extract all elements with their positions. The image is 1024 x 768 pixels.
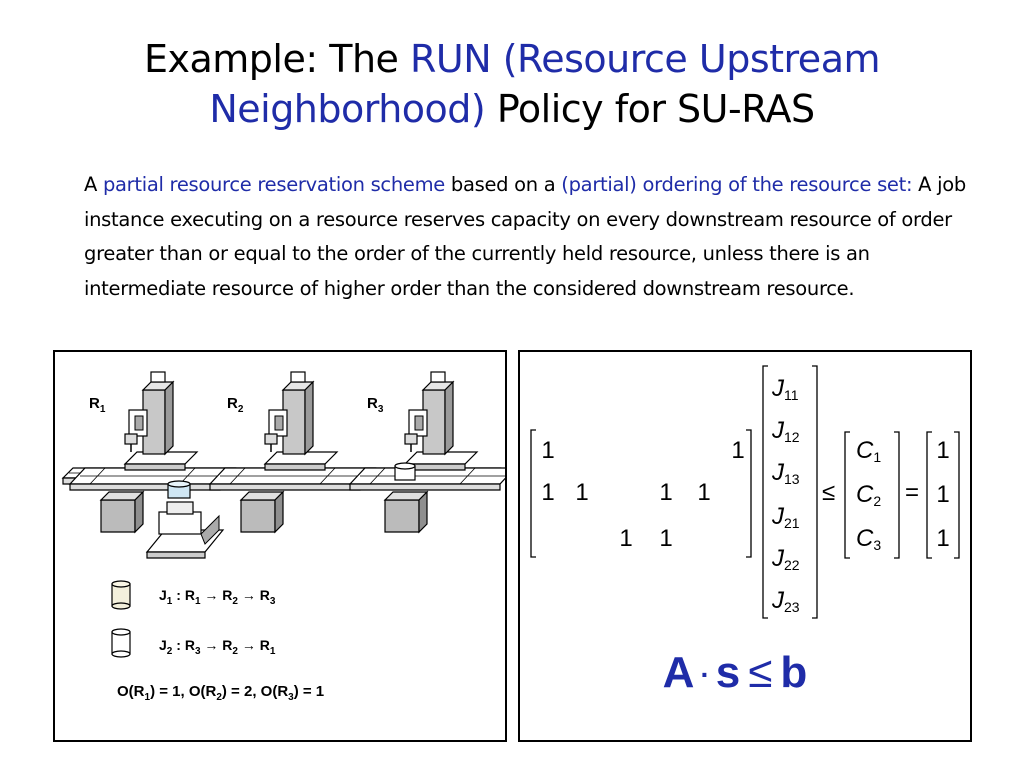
matrix-a-cell: 1 (541, 479, 554, 506)
formula-s: s (715, 648, 741, 697)
agv-vehicle (145, 501, 225, 559)
plain-cylinder-icon (111, 628, 131, 658)
vector-s-entry: J21 (771, 503, 800, 531)
vector-c-entry: C1 (856, 437, 881, 465)
vector-c-entry: C2 (856, 481, 881, 509)
body-text-3: A job instance executing on a resource r… (84, 173, 966, 300)
matrix-a-cell: 1 (659, 479, 672, 506)
buffer-box-3 (384, 491, 428, 533)
vector-s-entry: J23 (771, 587, 800, 615)
buffer-box-1 (100, 491, 144, 533)
formula-le: ≤ (748, 648, 773, 697)
matrix-a-cell: 1 (731, 437, 744, 464)
vector-s-entry: J22 (771, 545, 800, 573)
title-highlight: RUN (Resource Upstream Neighborhood) (209, 37, 880, 131)
buffer-box-2 (240, 491, 284, 533)
vector-s-brackets (762, 365, 818, 619)
slide-title: Example: The RUN (Resource Upstream Neig… (40, 34, 984, 134)
equals-symbol: = (905, 479, 919, 506)
vector-b: 1 1 1 (936, 437, 949, 552)
machine-r1 (69, 371, 236, 491)
title-suffix: Policy for SU-RAS (485, 87, 815, 131)
formula-a: A (662, 648, 695, 697)
resource-ordering: O(R1) = 1, O(R2) = 2, O(R3) = 1 (117, 683, 324, 703)
resource-label-r1: R1 (89, 395, 106, 415)
relation-symbol: ≤ (822, 479, 835, 506)
vector-b-brackets (926, 431, 960, 559)
part-j1 (167, 480, 191, 499)
matrix-a-cell: 1 (619, 525, 632, 552)
compact-formula: A·s≤b (640, 648, 830, 698)
body-text-2: based on a (445, 173, 562, 196)
vector-c-entry: C3 (856, 525, 881, 553)
formula-dot: · (700, 659, 710, 691)
matrix-a-cell: 1 (575, 479, 588, 506)
matrix-a-cell: 1 (541, 437, 554, 464)
machine-r3 (349, 371, 516, 491)
resource-label-r2: R2 (227, 395, 244, 415)
machine-r2 (209, 371, 376, 491)
title-prefix: Example: The (144, 37, 410, 81)
job-route-j1: J1 : R1 → R2 → R3 (159, 587, 276, 607)
vector-s-entry: J12 (771, 417, 800, 445)
matrix-a-cell: 1 (659, 525, 672, 552)
vector-c-brackets (844, 431, 900, 559)
vector-b-entry: 1 (936, 481, 949, 508)
body-paragraph: A partial resource reservation scheme ba… (84, 168, 990, 306)
system-diagram-panel: R1 R2 R3 J1 : R1 → R2 → R3 J2 : R3 → R2 … (53, 350, 516, 742)
matrix-a-brackets (530, 429, 752, 558)
vector-s-entry: J11 (771, 375, 799, 403)
job-route-j2: J2 : R3 → R2 → R1 (159, 637, 276, 657)
body-highlight-1: partial resource reservation scheme (102, 173, 445, 196)
vector-b-entry: 1 (936, 437, 949, 464)
body-text-1: A (84, 173, 103, 196)
resource-label-r3: R3 (367, 395, 384, 415)
part-j2 (394, 462, 416, 481)
formula-b: b (780, 648, 808, 697)
vector-s-entry: J13 (771, 459, 800, 487)
system-diagram: R1 R2 R3 J1 : R1 → R2 → R3 J2 : R3 → R2 … (61, 371, 516, 703)
body-highlight-2: (partial) ordering of the resource set: (561, 173, 913, 196)
vector-b-entry: 1 (936, 525, 949, 552)
shaded-cylinder-icon (111, 580, 131, 610)
matrix-a-cell: 1 (697, 479, 710, 506)
